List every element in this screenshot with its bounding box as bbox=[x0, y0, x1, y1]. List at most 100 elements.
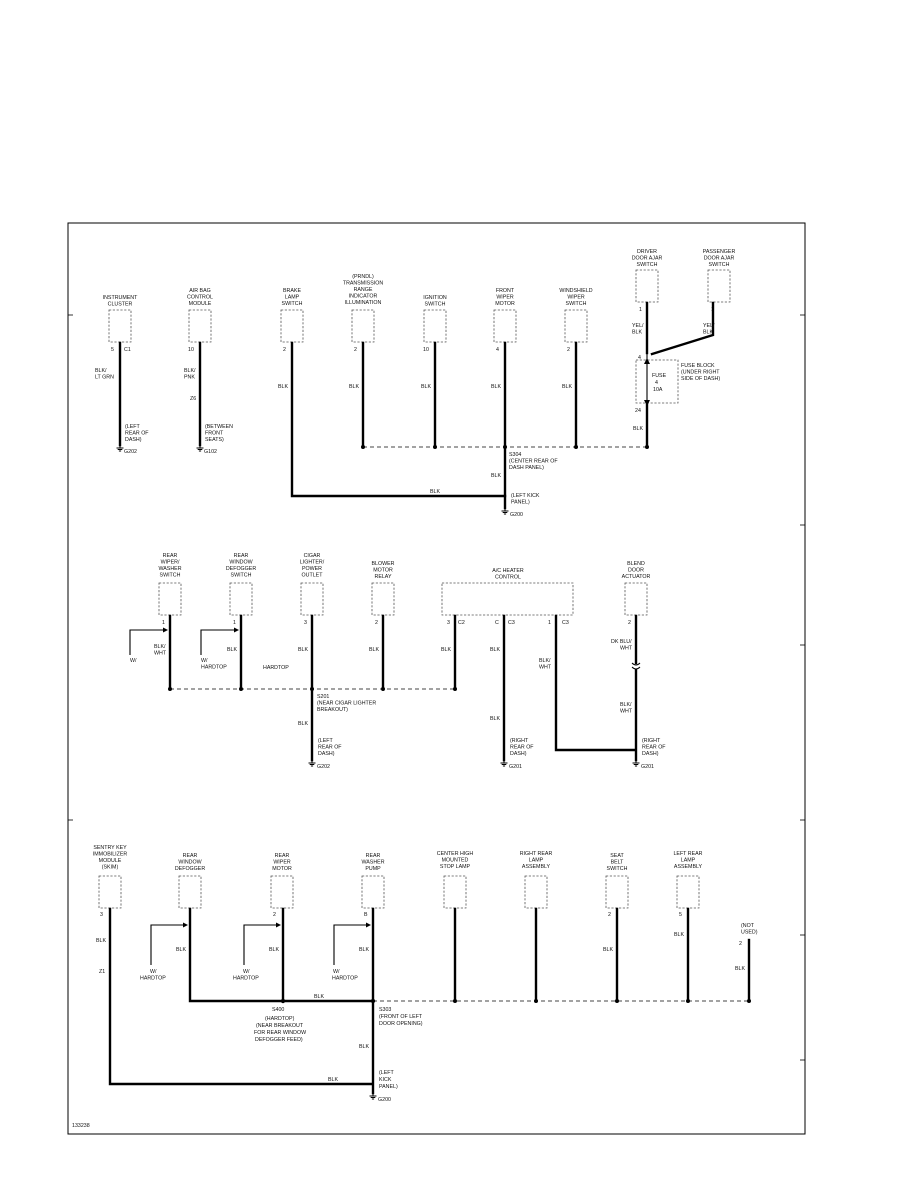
instrument-cluster-ground-id: G202 bbox=[124, 449, 137, 455]
ac-heater-pin-2: C bbox=[495, 620, 499, 626]
rear-washer-pump: REAR WASHER PUMP B W/ HARDTOP BLK bbox=[332, 853, 385, 1095]
seat-belt-label-3: SWITCH bbox=[607, 866, 628, 872]
bus-node-left-rear-lamp bbox=[686, 999, 690, 1003]
driver-door-label-2: DOOR AJAR bbox=[632, 256, 663, 262]
bus-node-s400 bbox=[280, 998, 286, 1004]
ground-g202-lower-symbol bbox=[308, 759, 316, 767]
ground-g202-symbol bbox=[116, 444, 124, 452]
air-bag-ground-id: G102 bbox=[204, 449, 217, 455]
not-used-terminal: (NOT USED) 2 BLK bbox=[735, 923, 758, 1003]
instrument-cluster-loc-3: DASH) bbox=[125, 437, 142, 443]
brake-lamp-wire-color: BLK bbox=[278, 384, 288, 390]
g201-mid-id: G201 bbox=[509, 764, 522, 770]
rear-wiper-switch-wire-color-1: BLK/ bbox=[154, 644, 166, 650]
rear-window-defogger: REAR WINDOW DEFOGGER W/ HARDTOP BLK bbox=[140, 853, 285, 1003]
fuse-block-box bbox=[635, 359, 679, 404]
passenger-door-label-3: SWITCH bbox=[709, 262, 730, 268]
rear-defogger-wire bbox=[188, 907, 285, 1003]
passenger-door-wire bbox=[650, 301, 715, 356]
g200-bottom-loc-2: KICK bbox=[379, 1077, 392, 1083]
ac-heater-label-2: CONTROL bbox=[495, 575, 521, 581]
s201-wire-color: BLK bbox=[298, 721, 308, 727]
g202-lower-loc-1: (LEFT bbox=[318, 738, 333, 744]
air-bag-label-1: AIR BAG bbox=[189, 288, 211, 294]
seat-belt-box bbox=[605, 875, 629, 909]
blend-door-label-2: DOOR bbox=[628, 568, 644, 574]
driver-door-pin: 1 bbox=[639, 307, 642, 313]
skim-wire-color: BLK bbox=[96, 938, 106, 944]
rear-defogger-switch-note-2: HARDTOP bbox=[201, 665, 227, 671]
prndl-label-3: RANGE bbox=[354, 287, 373, 293]
rear-defogger-switch-label-1: REAR bbox=[234, 553, 249, 559]
rear-wiper-motor-box bbox=[270, 875, 294, 909]
rear-wiper-switch-wire-color-2: WHT bbox=[154, 651, 167, 657]
g201-right-loc-2: REAR OF bbox=[642, 745, 666, 751]
ground-g200-bottom-symbol bbox=[369, 1092, 377, 1100]
skim-label-1: SENTRY KEY bbox=[93, 845, 127, 851]
windshield-wiper-label-3: SWITCH bbox=[566, 301, 587, 307]
g200-top-loc-2: PANEL) bbox=[511, 500, 530, 506]
rear-defogger-box bbox=[178, 875, 202, 909]
cigar-lighter-label-4: OUTLET bbox=[302, 573, 324, 579]
air-bag-wire-color-2: PNK bbox=[184, 375, 195, 381]
rear-wiper-motor-label-1: REAR bbox=[275, 853, 290, 859]
ac-heater-pin-1: 3 bbox=[447, 620, 450, 626]
seat-belt-pin: 2 bbox=[608, 912, 611, 918]
driver-door-ajar-switch: DRIVER DOOR AJAR SWITCH 1 YEL/ BLK bbox=[632, 249, 663, 355]
brake-lamp-label-2: LAMP bbox=[285, 295, 300, 301]
instrument-cluster-wire-color-1: BLK/ bbox=[95, 368, 107, 374]
brake-lamp-box bbox=[280, 309, 304, 343]
skim-splice: Z1 bbox=[99, 969, 105, 975]
brake-lamp-switch: BRAKE LAMP SWITCH 2 BLK BLK bbox=[278, 288, 507, 498]
ground-g201-mid-symbol bbox=[500, 759, 508, 767]
prndl-illumination: (PRNDL) TRANSMISSION RANGE INDICATOR ILL… bbox=[343, 274, 383, 449]
bus-node-chmsl bbox=[453, 999, 457, 1003]
skim-wire bbox=[108, 907, 374, 1086]
ac-heater-wire-color-3a: BLK/ bbox=[539, 658, 551, 664]
splice-s201: S201 (NEAR CIGAR LIGHTER BREAKOUT) BLK bbox=[298, 688, 376, 762]
s400-id: S400 bbox=[272, 1007, 284, 1013]
not-used-pin: 2 bbox=[739, 941, 742, 947]
air-bag-loc-3: SEATS) bbox=[205, 437, 224, 443]
not-used-label-1: (NOT bbox=[741, 923, 755, 929]
windshield-wiper-box bbox=[564, 309, 588, 343]
rear-defogger-label-2: WINDOW bbox=[178, 860, 201, 866]
instrument-cluster: INSTRUMENT CLUSTER 5 C1 BLK/ LT GRN (LEF… bbox=[95, 295, 149, 455]
instrument-cluster-box bbox=[108, 309, 132, 343]
rear-wiper-switch-label-2: WIPER/ bbox=[161, 560, 180, 566]
rear-wiper-switch-option-lead bbox=[129, 629, 165, 655]
bus-node-s303 bbox=[370, 998, 376, 1004]
g202-lower-id: G202 bbox=[317, 764, 330, 770]
g201-right-loc-3: DASH) bbox=[642, 751, 659, 757]
seat-belt-label-2: BELT bbox=[611, 860, 625, 866]
brake-lamp-label-1: BRAKE bbox=[283, 288, 301, 294]
chmsl-label-1: CENTER HIGH bbox=[437, 851, 474, 857]
cigar-lighter-label-1: CIGAR bbox=[304, 553, 321, 559]
ground-g201-right: (RIGHT REAR OF DASH) G201 bbox=[632, 738, 666, 770]
chmsl-label-2: MOUNTED bbox=[442, 858, 469, 864]
g201-right-loc-1: (RIGHT bbox=[642, 738, 661, 744]
bus-node-windshield bbox=[574, 445, 578, 449]
instrument-cluster-connector: C1 bbox=[124, 347, 131, 353]
left-rear-lamp-label-1: LEFT REAR bbox=[673, 851, 702, 857]
blower-relay-label-1: BLOWER bbox=[372, 561, 395, 567]
right-rear-lamp-label-3: ASSEMBLY bbox=[522, 864, 551, 870]
left-rear-lamp-label-3: ASSEMBLY bbox=[674, 864, 703, 870]
air-bag-pin: 10 bbox=[188, 347, 194, 353]
rear-defogger-note-2: HARDTOP bbox=[140, 976, 166, 982]
ground-g200-bottom: (LEFT KICK PANEL) G200 bbox=[369, 1070, 398, 1103]
right-rear-lamp-label-1: RIGHT REAR bbox=[520, 851, 553, 857]
air-bag-splice: Z6 bbox=[190, 396, 196, 402]
rear-wiper-motor-note-1: W/ bbox=[243, 969, 250, 975]
rear-washer-label-2: WASHER bbox=[361, 860, 384, 866]
rear-defogger-label-1: REAR bbox=[183, 853, 198, 859]
instrument-cluster-wire-color-2: LT GRN bbox=[95, 375, 114, 381]
rear-defogger-switch-option-lead bbox=[200, 629, 236, 655]
fuse-label-2: 4 bbox=[655, 380, 658, 386]
rear-washer-note-1: W/ bbox=[333, 969, 340, 975]
cigar-lighter-pin: 3 bbox=[304, 620, 307, 626]
blend-door-wire-b-color-2: WHT bbox=[620, 709, 633, 715]
front-wiper-wire-color: BLK bbox=[491, 384, 501, 390]
blend-door-wire-b-color-1: BLK/ bbox=[620, 702, 632, 708]
ac-heater-wire-3 bbox=[554, 614, 636, 752]
